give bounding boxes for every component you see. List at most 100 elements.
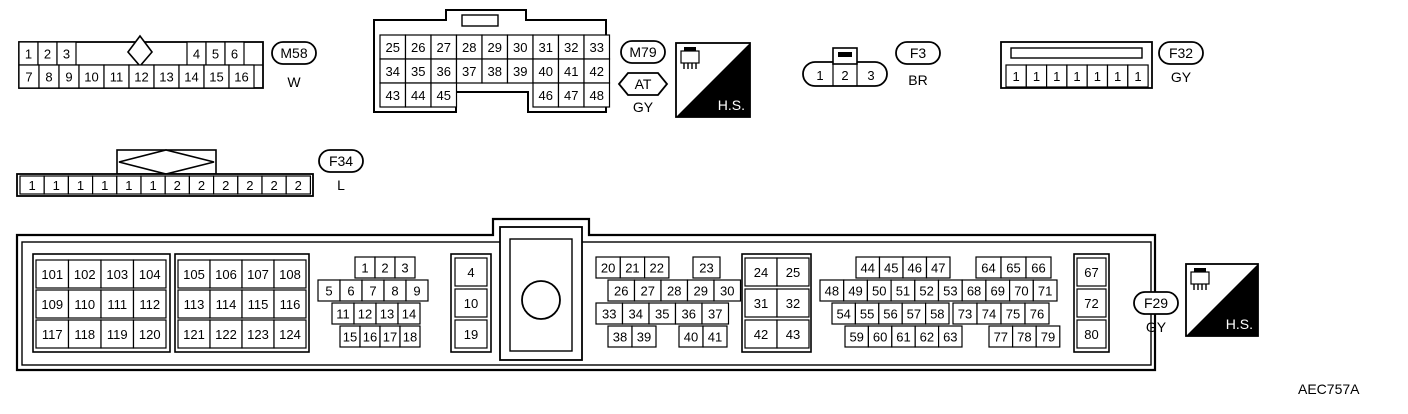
m79-pin-cell — [455, 34, 483, 60]
f29-pin: 56 — [883, 307, 897, 322]
m79-pin-cell — [404, 82, 432, 108]
f29-pin: 20 — [601, 261, 615, 276]
f29-id-frame — [1133, 291, 1179, 315]
m79-pin: 31 — [539, 40, 553, 55]
m79-pin-cell — [430, 82, 458, 108]
f32-pin: 1 — [1094, 69, 1101, 84]
f34-pin-cell — [285, 175, 312, 195]
m58-id-frame — [271, 41, 317, 65]
f3-pin: 1 — [816, 68, 823, 83]
f3-latch-mark — [838, 52, 852, 57]
m79-pin-cell — [583, 82, 611, 108]
m79-pin: 42 — [590, 64, 604, 79]
hs-icon-f29-glyph-top — [1194, 268, 1206, 272]
f29-pin: 67 — [1084, 265, 1098, 280]
f29-pin-cell — [744, 319, 778, 349]
f29-pin: 34 — [629, 307, 643, 322]
f29-pin: 41 — [708, 330, 722, 345]
f29-pin: 50 — [872, 284, 886, 299]
f34-color: L — [337, 177, 345, 193]
f29-pin: 30 — [720, 284, 734, 299]
f32-pin: 1 — [1033, 69, 1040, 84]
f29-pin: 108 — [279, 267, 301, 282]
m79-sub: AT — [635, 76, 652, 92]
f29-pin-cell — [744, 257, 778, 287]
f29-pin-cell — [273, 259, 307, 289]
f32-pin: 1 — [1053, 69, 1060, 84]
m58-pin: 14 — [184, 70, 198, 85]
m79-pin: 26 — [411, 40, 425, 55]
f29-pin-cell — [1076, 319, 1107, 349]
m58-pin: 5 — [212, 47, 219, 62]
f34-pin: 1 — [125, 178, 132, 193]
m79-pin: 32 — [564, 40, 578, 55]
f32-pin: 1 — [1114, 69, 1121, 84]
f29-pin: 5 — [325, 284, 332, 299]
f29-pin: 9 — [413, 284, 420, 299]
f29-pin: 22 — [650, 261, 664, 276]
f29-pin: 115 — [248, 297, 269, 312]
m58-pin: 8 — [45, 70, 52, 85]
f29-pin-cell — [937, 325, 963, 348]
m79-pin-cell — [481, 34, 509, 60]
f29-pin-cell — [397, 302, 421, 325]
m58-pin: 2 — [44, 47, 51, 62]
f34-pin: 1 — [149, 178, 156, 193]
m58-id: M58 — [280, 45, 307, 61]
f32-id: F32 — [1169, 45, 1193, 61]
f29-pin-cell — [1035, 325, 1061, 348]
f34-pin: 1 — [53, 178, 60, 193]
f29-pin: 4 — [467, 265, 474, 280]
f29-pin: 104 — [139, 267, 161, 282]
f29-pin: 62 — [920, 330, 934, 345]
f29-pin-cell — [399, 325, 421, 348]
f29-pin-cell — [924, 302, 950, 325]
f32-color: GY — [1171, 69, 1192, 85]
f29-pin-cell — [925, 256, 951, 279]
f29-pin: 21 — [625, 261, 639, 276]
m79-pin: 40 — [539, 64, 553, 79]
f29-pin: 103 — [106, 267, 128, 282]
f29-pin: 57 — [907, 307, 921, 322]
f29-pin-cell — [692, 256, 721, 279]
f29-pin: 38 — [613, 330, 627, 345]
hs-icon-f29-fill — [1186, 264, 1258, 336]
f29-pin: 105 — [183, 267, 205, 282]
f29-pin-cell — [35, 289, 70, 319]
m79-pin: 39 — [513, 64, 527, 79]
f29-pin-cell — [35, 259, 70, 289]
f32-pin-cell — [1127, 64, 1149, 88]
hs-icon-f29-glyph — [1190, 271, 1210, 285]
f29-pin: 31 — [754, 296, 768, 311]
f29-pin: 101 — [41, 267, 63, 282]
f29-pin: 3 — [401, 261, 408, 276]
f34-pin: 2 — [198, 178, 205, 193]
f29-pin-cell — [776, 319, 810, 349]
f29-pin: 118 — [74, 327, 95, 342]
f29-pin-cell — [209, 319, 243, 349]
f29-pin-cell — [177, 259, 211, 289]
f29-pin: 110 — [74, 297, 95, 312]
f29-pin-cell — [1076, 288, 1107, 318]
m79-pin-cell — [532, 82, 560, 108]
f29-lock-hole — [521, 280, 561, 320]
hs-icon-m79-glyph-top — [684, 47, 696, 51]
f29-pin: 2 — [381, 261, 388, 276]
m79-pin-cell — [583, 58, 611, 84]
f29-pin-cell — [1032, 279, 1058, 302]
f29-pin: 60 — [873, 330, 887, 345]
f29-pin-cell — [100, 289, 135, 319]
f29-pin: 16 — [363, 330, 377, 345]
f29-pin: 107 — [247, 267, 269, 282]
m79-pin: 46 — [539, 88, 553, 103]
f29-pin: 53 — [943, 284, 957, 299]
f34-pin: 1 — [101, 178, 108, 193]
f29-pin: 113 — [184, 297, 205, 312]
f29-pin: 102 — [74, 267, 96, 282]
f3-color: BR — [908, 72, 927, 88]
f29-pin: 35 — [655, 307, 669, 322]
m79-pin: 41 — [564, 64, 578, 79]
f29-pin: 76 — [1030, 307, 1044, 322]
f29-pin: 13 — [380, 307, 394, 322]
m79-pin: 48 — [590, 88, 604, 103]
